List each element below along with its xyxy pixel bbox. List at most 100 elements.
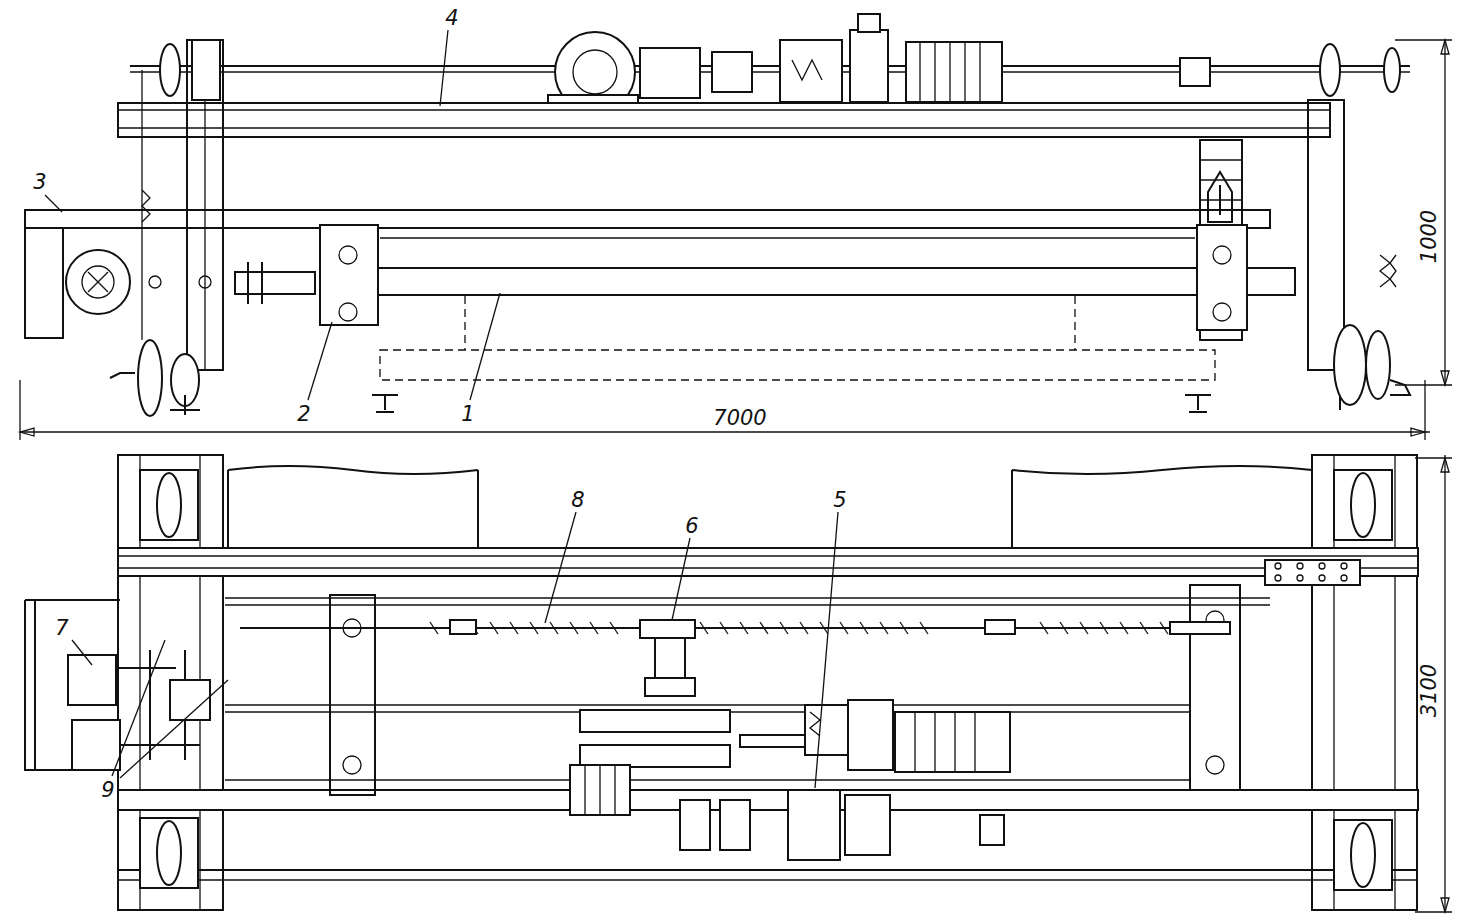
plan-frame-part xyxy=(118,455,223,910)
drive-5-part xyxy=(680,800,710,850)
winch-3-part xyxy=(149,276,161,288)
dimension-lines-part xyxy=(1415,457,1452,458)
drive-5-part xyxy=(805,705,850,755)
dashed-load-part xyxy=(372,395,1211,412)
carriage-2-part xyxy=(1213,246,1231,264)
callout-number: 9 xyxy=(99,779,116,802)
plan-frame-part xyxy=(1394,455,1395,910)
drive-5-part xyxy=(895,712,1010,772)
drive-5-part xyxy=(720,800,750,850)
plan-frame-part xyxy=(118,548,1418,576)
callout-number: 5 xyxy=(831,489,848,512)
drive-shaft-part xyxy=(160,44,180,96)
drive-5-part xyxy=(570,765,630,815)
trolley-6 xyxy=(640,620,695,696)
carriage-2-part xyxy=(1213,303,1231,321)
winch-7-part xyxy=(68,655,116,705)
dimension-lines-part xyxy=(1395,39,1452,40)
drive-shaft-part xyxy=(906,42,1002,102)
cable-8-part xyxy=(240,627,1230,629)
end-trucks-part xyxy=(192,40,220,100)
dashed-load xyxy=(372,296,1215,412)
plan-frame-part xyxy=(25,600,120,770)
plan-frame-part xyxy=(343,756,361,774)
wheels-plan-part xyxy=(1334,820,1392,890)
drive-5-part xyxy=(810,712,820,736)
drive-shaft-part xyxy=(712,52,752,92)
plan-frame-part xyxy=(225,779,1190,780)
dimension-value: 1000 xyxy=(1418,207,1441,264)
wheels-plan-part xyxy=(140,818,198,888)
carriage-2-part xyxy=(1208,172,1232,222)
plan-frame-part xyxy=(225,704,1190,705)
plan-frame-part xyxy=(118,567,1418,568)
drive-shaft-part xyxy=(130,65,1410,67)
cable-8-part xyxy=(985,620,1015,634)
drive-shaft xyxy=(130,14,1410,112)
cable-8-part xyxy=(430,622,1168,634)
dimension-lines xyxy=(20,40,1452,912)
trolley-6-part xyxy=(655,638,685,678)
winch-3-part xyxy=(88,272,108,292)
drive-shaft-part xyxy=(920,42,980,102)
winch-3-part xyxy=(66,250,130,314)
tong-beam-1 xyxy=(325,238,1295,295)
end-trucks-part xyxy=(1380,255,1396,287)
dimension-lines-part xyxy=(1444,40,1445,385)
plan-frame-part xyxy=(1319,575,1325,581)
plan-frame-part xyxy=(330,595,375,795)
leader-lines-part xyxy=(440,30,448,106)
cable-8 xyxy=(240,620,1230,634)
wheels-plan-part xyxy=(1351,823,1375,887)
dimension-lines-part xyxy=(1415,911,1452,912)
winch-7-part xyxy=(72,720,120,770)
drive-5 xyxy=(570,700,1010,860)
dimension-lines-part xyxy=(1441,458,1449,912)
plan-frame-part xyxy=(118,790,1418,810)
crane-beam-part xyxy=(118,103,1330,137)
drive-5-part xyxy=(580,745,730,767)
winch-3-part xyxy=(199,276,211,288)
dimension-lines-part xyxy=(1441,40,1449,385)
callout-number: 7 xyxy=(53,617,70,640)
plan-frame-part xyxy=(1275,563,1281,569)
drive-shaft-part xyxy=(1320,44,1340,96)
callout-number: 1 xyxy=(459,403,476,426)
end-trucks-part xyxy=(110,350,1340,410)
drive-shaft-part xyxy=(850,30,888,102)
plan-frame-part xyxy=(1206,756,1224,774)
carriage-2-part xyxy=(339,303,357,321)
wheels-plan-part xyxy=(157,473,181,537)
winch-3-part xyxy=(82,266,114,298)
dashed-load-part xyxy=(1074,296,1075,350)
drive-shaft-part xyxy=(1180,58,1210,86)
drive-5-part xyxy=(915,712,975,772)
drive-shaft-part xyxy=(792,60,822,80)
wheels-plan-part xyxy=(1334,470,1392,540)
wheels-plan-part xyxy=(140,470,198,540)
dimension-lines-part xyxy=(1444,455,1445,912)
crane-beam xyxy=(118,103,1330,137)
dimension-lines-part xyxy=(20,431,1430,432)
leader-lines xyxy=(45,30,500,400)
end-trucks-part xyxy=(142,190,150,222)
plan-frame-part xyxy=(1312,455,1417,910)
drive-shaft-part xyxy=(130,71,1410,72)
callout-number: 3 xyxy=(31,171,48,194)
end-trucks-part xyxy=(170,395,200,415)
drive-shaft-part xyxy=(858,14,880,32)
plan-frame-part xyxy=(118,879,1418,880)
end-trucks-part xyxy=(141,70,142,340)
plan-frame-part xyxy=(118,869,1418,871)
tong-beam-1-part xyxy=(380,237,1195,238)
end-trucks-part xyxy=(187,40,223,370)
callout-number: 4 xyxy=(443,7,460,30)
drive-5-part xyxy=(845,795,890,855)
crane-beam-part xyxy=(118,127,1330,128)
carriage-2-part xyxy=(320,225,378,325)
wheels-plan-part xyxy=(157,821,181,885)
winch-7 xyxy=(68,650,210,770)
winch-3-part xyxy=(25,228,63,338)
